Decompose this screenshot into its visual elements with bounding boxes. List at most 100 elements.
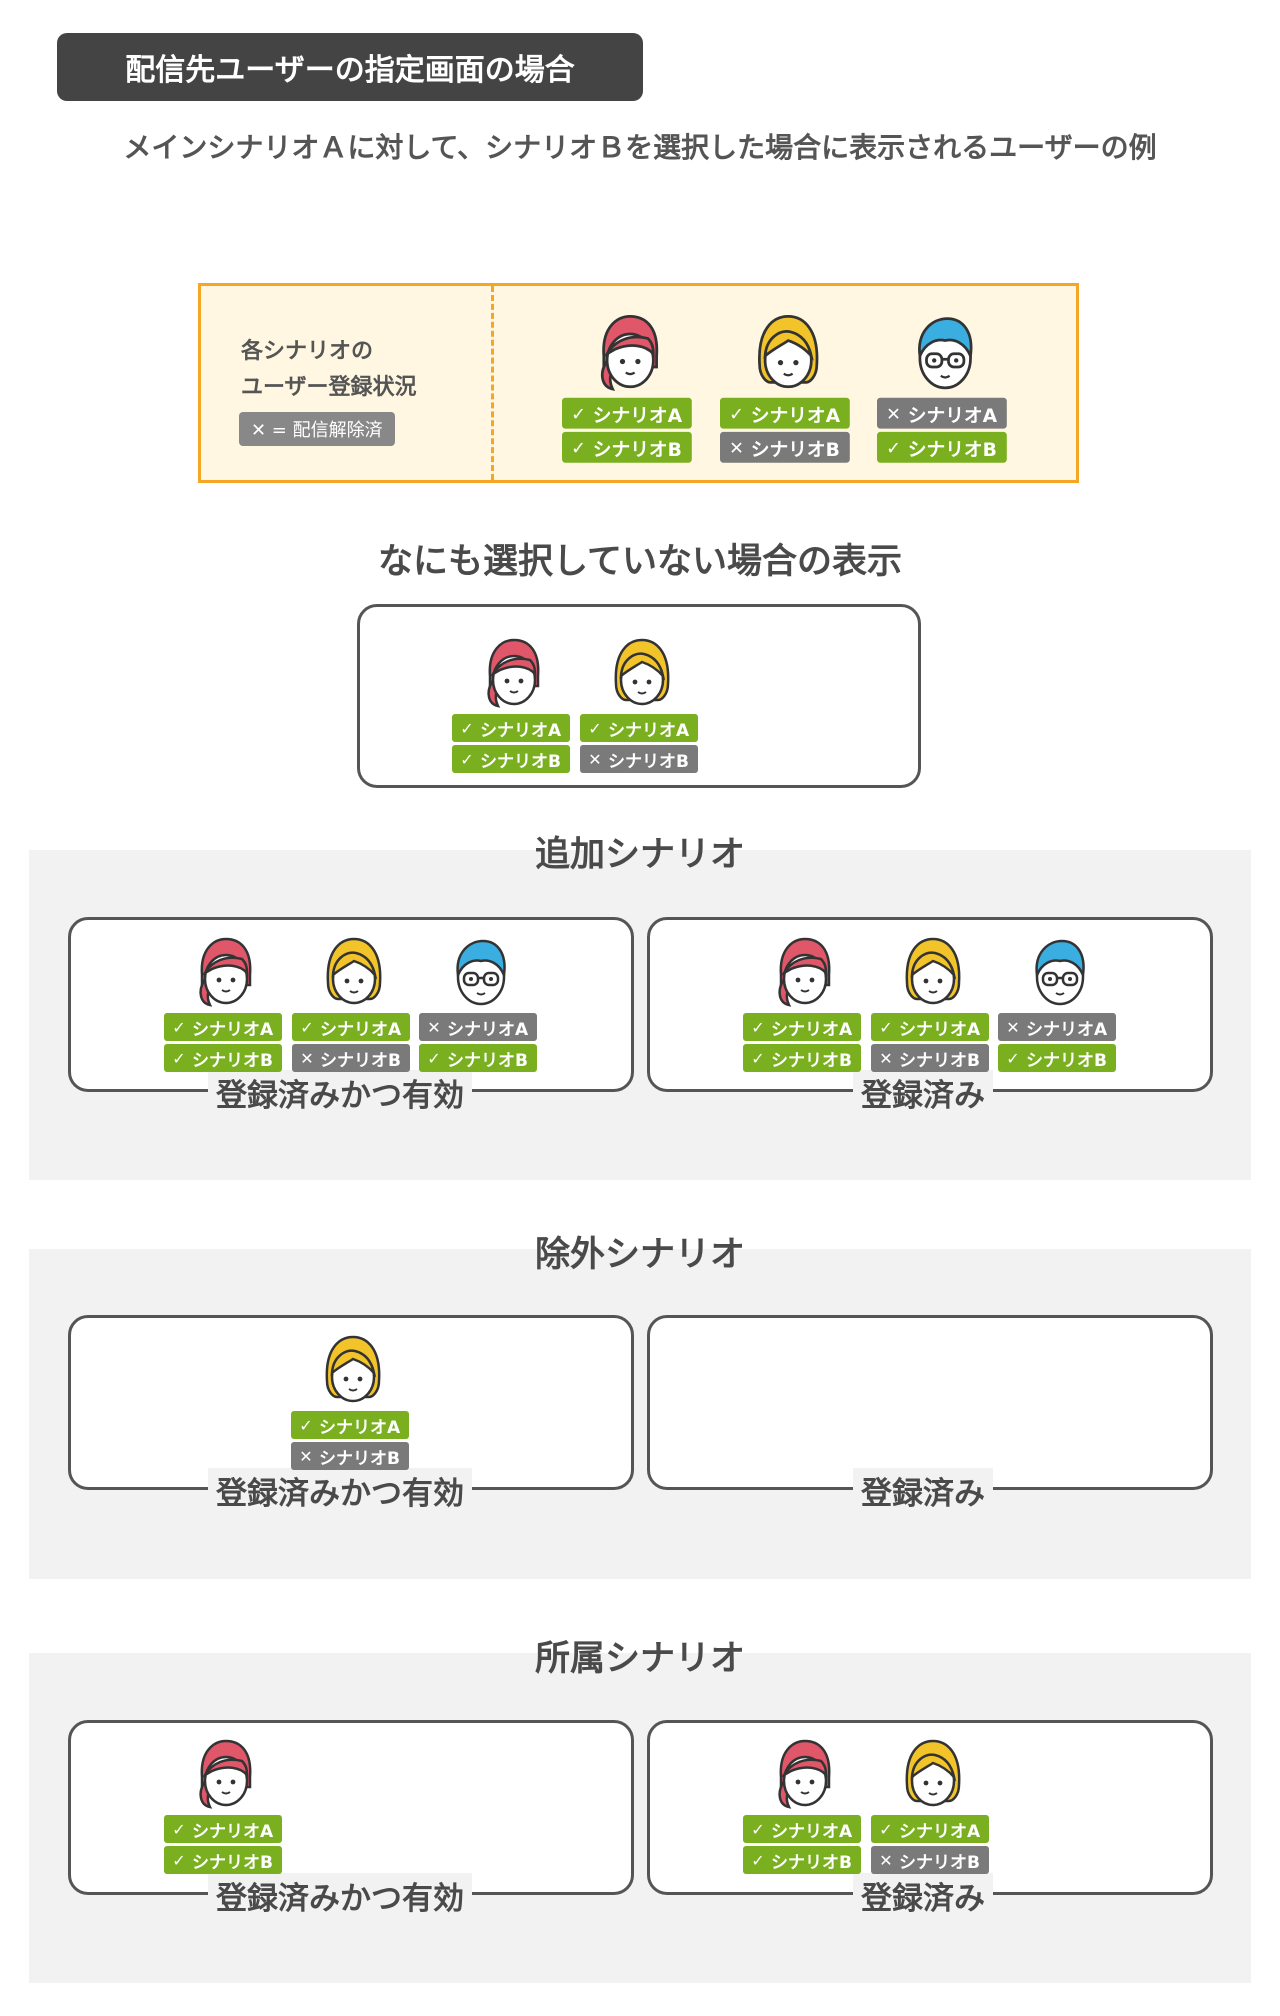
tag-scenario-a: ✓シナリオA bbox=[292, 1013, 410, 1041]
check-icon: ✓ bbox=[751, 1017, 765, 1037]
user-figure: ✕ シナリオA ✓ シナリオB bbox=[877, 312, 1009, 466]
user-figure: ✓シナリオA✕シナリオB bbox=[871, 1737, 991, 1877]
user-figure: ✕ シナリオA ✓シナリオB bbox=[419, 935, 539, 1075]
tag-scenario-b: ✓シナリオB bbox=[419, 1044, 537, 1072]
tag-label: シナリオA bbox=[480, 720, 562, 741]
tag-scenario-b: ✓シナリオB bbox=[164, 1044, 282, 1072]
label-add-registered: 登録済み bbox=[853, 1070, 993, 1115]
tag-label: シナリオA bbox=[771, 1821, 853, 1842]
tag-label: シナリオB bbox=[907, 439, 997, 462]
tag-scenario-b: ✕ シナリオB bbox=[580, 745, 698, 773]
legend-title-line2: ユーザー登録状況 bbox=[241, 375, 417, 400]
tag-scenario-b: ✕ シナリオB bbox=[292, 1044, 410, 1072]
tag-label: シナリオA bbox=[1026, 1019, 1108, 1040]
label-belong-registered: 登録済み bbox=[853, 1873, 993, 1918]
check-icon: ✓ bbox=[886, 436, 901, 458]
check-icon: ✓ bbox=[172, 1017, 186, 1037]
user-figure: ✓シナリオA✕シナリオB bbox=[291, 1333, 411, 1473]
woman-yellow-icon bbox=[751, 312, 826, 393]
woman-pink-icon bbox=[593, 312, 668, 393]
tag-label: シナリオB bbox=[608, 751, 689, 772]
check-icon: ✓ bbox=[571, 436, 586, 458]
check-icon: ✓ bbox=[299, 1415, 313, 1435]
cross-icon: ✕ bbox=[299, 1446, 313, 1466]
tag-scenario-b: ✓シナリオB bbox=[743, 1846, 861, 1874]
tag-scenario-a: ✓シナリオA bbox=[743, 1013, 861, 1041]
man-glasses-icon bbox=[447, 935, 515, 1009]
cross-icon: ✕ bbox=[1006, 1017, 1020, 1037]
cross-icon: ✕ bbox=[879, 1850, 893, 1870]
tag-label: シナリオB bbox=[750, 439, 840, 462]
legend-divider bbox=[491, 286, 494, 480]
user-figure: ✓シナリオA ✕ シナリオB bbox=[292, 935, 412, 1075]
user-figure: ✓シナリオA✓シナリオB bbox=[164, 935, 284, 1075]
woman-yellow-icon bbox=[319, 1333, 387, 1407]
card-belong-active bbox=[68, 1720, 634, 1895]
check-icon: ✓ bbox=[460, 718, 474, 738]
check-icon: ✓ bbox=[460, 749, 474, 769]
user-figure: ✕ シナリオA ✓ シナリオB bbox=[998, 935, 1118, 1075]
check-icon: ✓ bbox=[172, 1819, 186, 1839]
check-icon: ✓ bbox=[751, 1048, 765, 1068]
tag-scenario-a: ✓シナリオA bbox=[720, 397, 850, 429]
cross-icon: ✕ bbox=[886, 402, 901, 424]
tag-scenario-b: ✕ シナリオB bbox=[720, 431, 850, 463]
card-exclude-registered bbox=[647, 1315, 1213, 1490]
tag-scenario-a: ✕ シナリオA bbox=[998, 1013, 1116, 1041]
check-icon: ✓ bbox=[588, 718, 602, 738]
woman-yellow-icon bbox=[899, 935, 967, 1009]
user-figure: ✓シナリオA ✕ シナリオB bbox=[720, 312, 852, 466]
tag-label: シナリオB bbox=[192, 1050, 273, 1071]
check-icon: ✓ bbox=[879, 1017, 893, 1037]
tag-scenario-b: ✓ シナリオB bbox=[877, 431, 1007, 463]
tag-label: シナリオA bbox=[608, 720, 690, 741]
label-add-active: 登録済みかつ有効 bbox=[208, 1070, 472, 1115]
user-figure: ✓ シナリオA ✕ シナリオB bbox=[580, 636, 700, 776]
tag-label: シナリオA bbox=[192, 1821, 274, 1842]
label-belong-active: 登録済みかつ有効 bbox=[208, 1873, 472, 1918]
cross-icon: ✕ bbox=[729, 436, 744, 458]
tag-label: シナリオB bbox=[771, 1050, 852, 1071]
section-title-add: 追加シナリオ bbox=[534, 835, 745, 875]
man-glasses-icon bbox=[908, 312, 983, 393]
user-figure: ✓シナリオA✓シナリオB bbox=[743, 935, 863, 1075]
man-glasses-icon bbox=[1026, 935, 1094, 1009]
tag-label: シナリオB bbox=[592, 439, 682, 462]
cross-icon: ✕ bbox=[588, 749, 602, 769]
tag-scenario-b: ✓ シナリオB bbox=[562, 431, 692, 463]
woman-yellow-icon bbox=[899, 1737, 967, 1811]
tag-label: シナリオB bbox=[480, 751, 561, 772]
tag-label: シナリオA bbox=[319, 1417, 401, 1438]
tag-label: シナリオB bbox=[320, 1050, 401, 1071]
label-exclude-active: 登録済みかつ有効 bbox=[208, 1468, 472, 1513]
tag-label: シナリオB bbox=[1026, 1050, 1107, 1071]
tag-scenario-a: ✓シナリオA bbox=[164, 1013, 282, 1041]
legend-title-line1: 各シナリオの bbox=[241, 339, 374, 364]
cross-icon: ✕ bbox=[300, 1048, 314, 1068]
tag-scenario-a: ✓シナリオA bbox=[871, 1013, 989, 1041]
cross-icon: ✕ bbox=[427, 1017, 441, 1037]
page-title: 配信先ユーザーの指定画面の場合 bbox=[57, 33, 643, 101]
tag-label: シナリオB bbox=[771, 1852, 852, 1873]
tag-scenario-a: ✕ シナリオA bbox=[419, 1013, 537, 1041]
tag-scenario-b: ✕シナリオB bbox=[871, 1044, 989, 1072]
tag-scenario-b: ✓ シナリオB bbox=[743, 1044, 861, 1072]
user-figure: ✓シナリオA ✕シナリオB bbox=[871, 935, 991, 1075]
section-title-exclude: 除外シナリオ bbox=[534, 1235, 745, 1275]
woman-yellow-icon bbox=[320, 935, 388, 1009]
tag-scenario-a: ✓ シナリオA bbox=[291, 1411, 409, 1439]
check-icon: ✓ bbox=[1006, 1048, 1020, 1068]
tag-label: シナリオA bbox=[907, 404, 998, 427]
woman-pink-icon bbox=[192, 935, 260, 1009]
tag-label: シナリオB bbox=[447, 1050, 528, 1071]
section-title-none: なにも選択していない場合の表示 bbox=[378, 542, 902, 582]
user-figure: ✓ シナリオA ✓ シナリオB bbox=[562, 312, 694, 466]
user-figure: ✓シナリオA✓シナリオB bbox=[743, 1737, 863, 1877]
user-figure: ✓ シナリオA ✓ シナリオB bbox=[452, 636, 572, 776]
tag-label: シナリオA bbox=[592, 404, 683, 427]
tag-label: シナリオA bbox=[447, 1019, 529, 1040]
check-icon: ✓ bbox=[879, 1819, 893, 1839]
tag-label: シナリオA bbox=[320, 1019, 402, 1040]
tag-label: シナリオB bbox=[899, 1852, 980, 1873]
tag-label: シナリオB bbox=[899, 1050, 980, 1071]
